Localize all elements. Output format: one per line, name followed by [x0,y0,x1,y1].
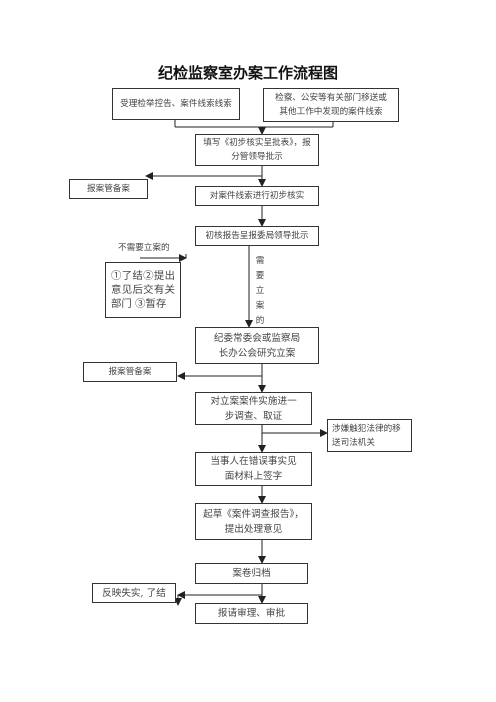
box-record-left-2: 报案管备案 [83,362,177,382]
page-title: 纪检监察室办案工作流程图 [157,64,338,82]
box-archive: 案卷归档 [195,563,308,584]
box-judicial: 涉嫌触犯法律的移 送司法机关 [327,419,412,452]
box-complaint: 受理检举控告、案件线索线索 [112,88,240,120]
label-no-case: 不需要立案的 [118,243,170,253]
box-approval-form: 填写《初步核实呈批表》，报 分管领导批示 [195,134,319,166]
label-need-case: 需要立案的 [255,256,265,326]
box-investigate: 对立案案件实施进一 步调查、取证 [195,392,312,425]
box-draft: 起草《案件调查报告》， 提出处理意见 [195,503,312,540]
box-feedback: 反映失实, 了结 [92,583,176,603]
box-sign: 当事人在错误事实见 面材料上签字 [195,452,312,486]
box-no-case-options: ①了结②提出意见后交有关部门 ③暂存 [105,262,181,318]
box-record-left-1: 报案管备案 [69,179,148,199]
box-transfer: 检察、公安等有关部门移送或 其他工作中发现的案件线索 [263,88,399,122]
box-preliminary: 对案件线索进行初步核实 [195,186,319,206]
box-review: 报请审理、审批 [195,603,308,624]
box-report: 初核报告呈报委局领导批示 [195,226,319,246]
box-study: 纪委常委会或监察局 长办公会研究立案 [195,327,319,364]
